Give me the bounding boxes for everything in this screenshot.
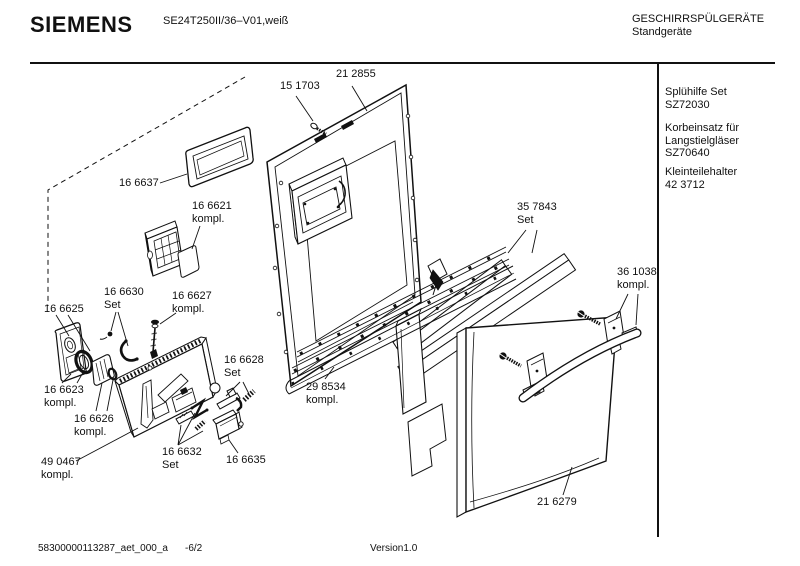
handle-screws (499, 310, 601, 368)
category-line1: GESCHIRRSPÜLGERÄTE (632, 13, 765, 25)
intermediate-plate (395, 307, 447, 477)
inner-door-panel (266, 83, 422, 388)
seal-ring-part (74, 349, 94, 375)
header-rule (30, 62, 775, 64)
accessory-item-rinse-aid: Splühilfe Set SZ72030 (665, 86, 727, 111)
latch-set-parts (209, 382, 256, 412)
label-outer-door: 21 6279 (537, 496, 577, 508)
outer-door-edge (456, 327, 467, 518)
accessory-name2: Langstielgläser (665, 134, 739, 147)
outer-door-front (465, 316, 618, 513)
accessory-name: Korbeinsatz für (665, 122, 739, 134)
spring-set-parts (175, 397, 209, 431)
leader-lines (55, 85, 639, 496)
pocket-latch-hook (337, 180, 346, 207)
door-latch-part (427, 258, 448, 296)
accessory-code: SZ72030 (665, 98, 710, 111)
page-number: -6/2 (185, 543, 203, 554)
category-block: GESCHIRRSPÜLGERÄTE Standgeräte (632, 13, 764, 39)
assembly-dashed-line (47, 76, 246, 306)
door-screw-part (310, 122, 327, 136)
model-designation: SE24T250II/36–V01,weiß (163, 15, 289, 27)
category-line2: Standgeräte (632, 26, 692, 38)
label-actuator: 16 6635 (226, 454, 266, 466)
door-frame-screws (272, 113, 420, 355)
insulation-panels (392, 252, 577, 384)
accessory-item-small-parts-holder: Kleinteilehalter 42 3712 (665, 166, 737, 191)
label-door-screw: 15 1703 (280, 80, 320, 92)
lever-set-parts (99, 331, 139, 362)
sidebar-divider (657, 63, 659, 537)
door-handle (518, 326, 642, 403)
label-cover: 16 6625 (44, 303, 84, 315)
door-bottom-strips (285, 246, 517, 395)
shaft-part (150, 319, 159, 359)
accessory-name: Kleinteilehalter (665, 166, 738, 178)
dispenser-box (114, 336, 218, 438)
accessory-name: Splühilfe Set (665, 86, 727, 98)
dispenser-assembly (54, 319, 256, 445)
actuator-part (212, 409, 244, 445)
piston-part (91, 354, 118, 386)
outer-door-group (456, 310, 642, 518)
window-frame-part (185, 126, 254, 188)
pocket-corner-screws (303, 187, 340, 225)
accessory-code: SZ70640 (665, 147, 710, 159)
siemens-logo: SIEMENS (30, 12, 133, 37)
document-id: 58300000113287_aet_000_a (38, 543, 168, 554)
version-label: Version1.0 (370, 543, 418, 554)
tray-part (144, 220, 200, 278)
label-window-frame: 16 6637 (119, 177, 159, 189)
accessory-code: 42 3712 (665, 178, 705, 191)
label-inner-door: 21 2855 (336, 68, 376, 80)
accessory-item-basket-insert: Korbeinsatz für Langstielgläser SZ70640 (665, 122, 739, 160)
